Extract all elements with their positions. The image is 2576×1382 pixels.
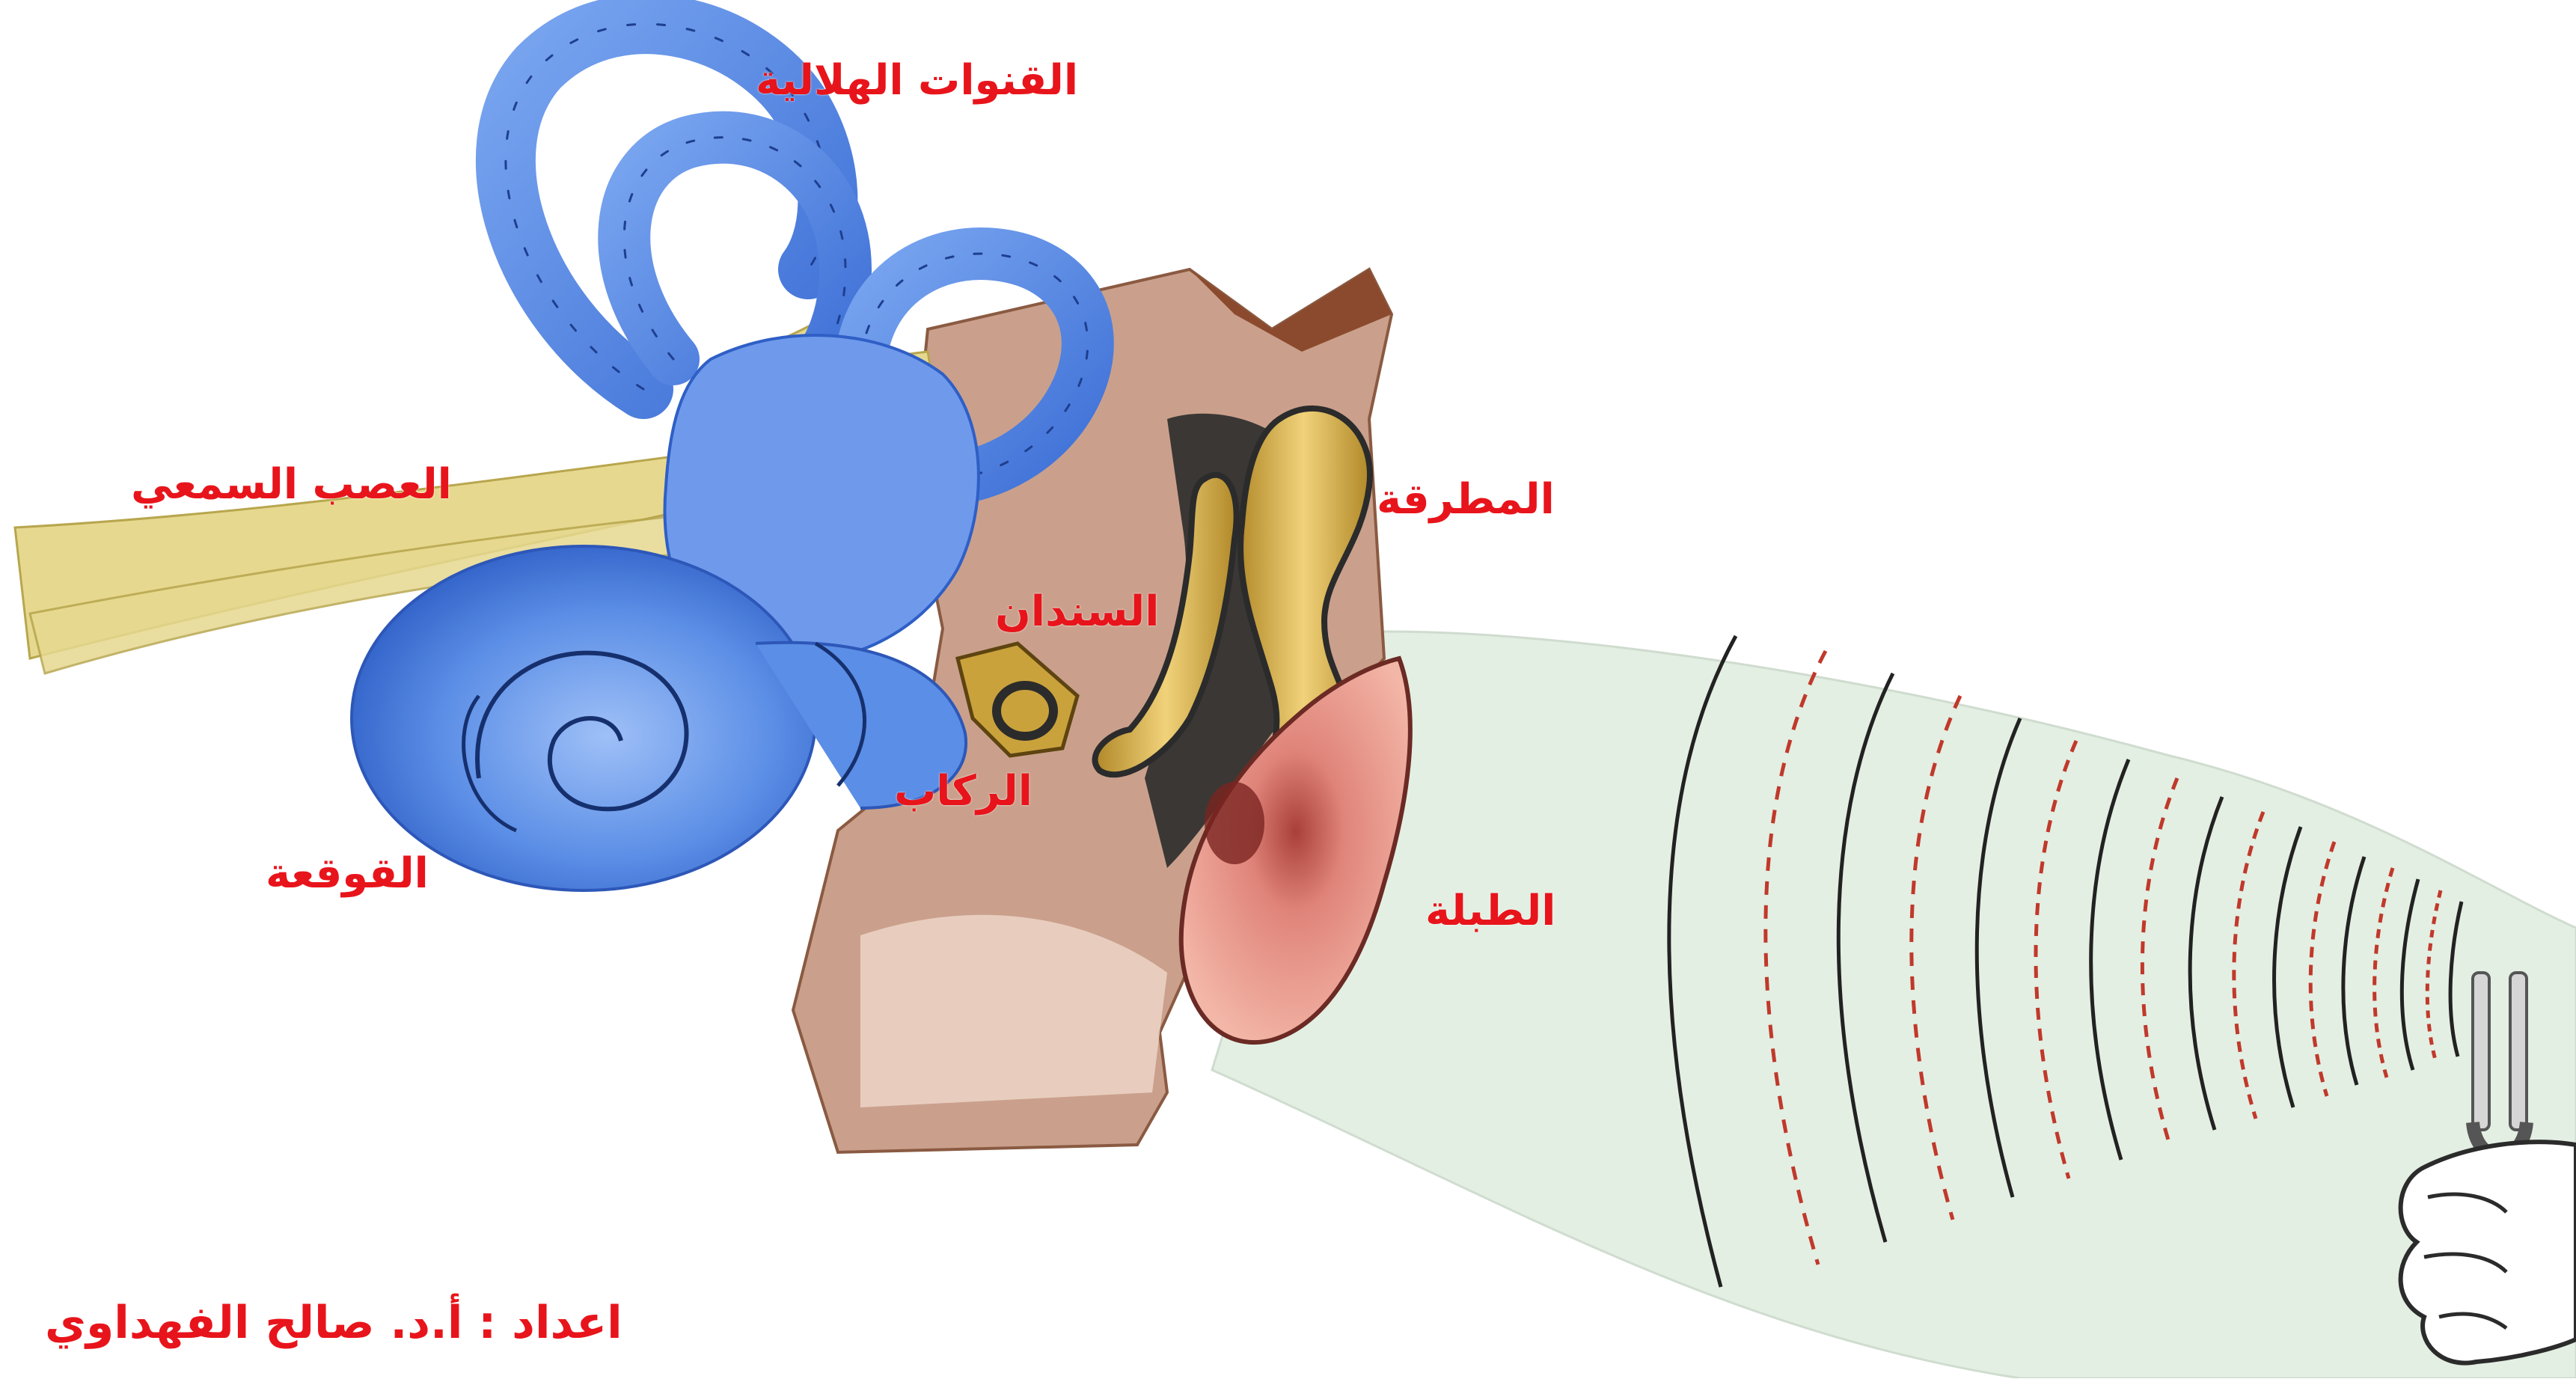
label-semicircular-canals: القنوات الهلالية [756, 60, 1078, 102]
author-credit: اعداد : أ.د. صالح الفهداوي [45, 1300, 622, 1345]
label-auditory-nerve: العصب السمعي [131, 464, 452, 506]
sound-cone [1212, 632, 2576, 1378]
label-malleus: المطرقة [1377, 479, 1555, 521]
hand-icon [2401, 1142, 2576, 1363]
label-incus: السندان [995, 591, 1159, 633]
label-eardrum: الطبلة [1425, 890, 1555, 932]
label-cochlea: القوقعة [266, 853, 429, 895]
label-stapes: الركاب [894, 771, 1032, 813]
